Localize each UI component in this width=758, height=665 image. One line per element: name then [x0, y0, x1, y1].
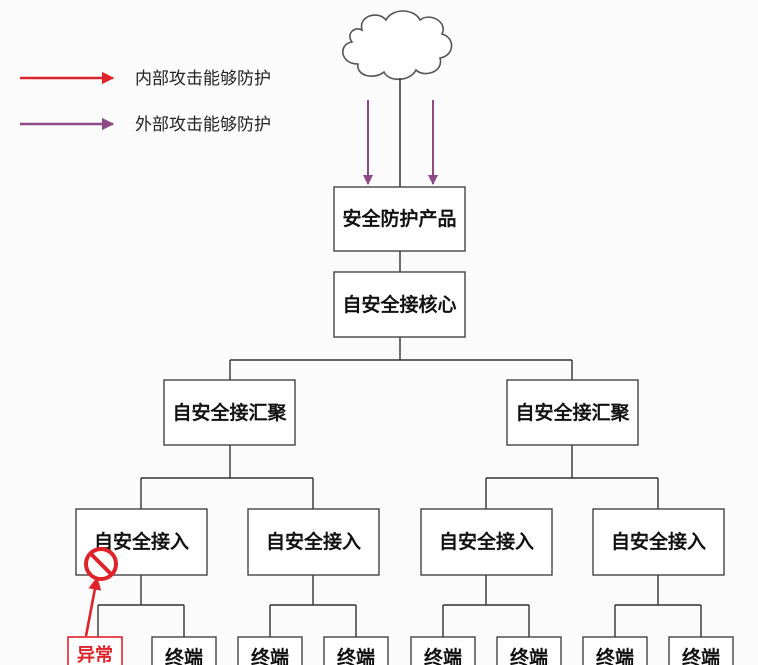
- access-node-4: 自安全接入: [592, 508, 725, 576]
- aggregation-label: 自安全接汇聚: [172, 401, 287, 424]
- abnormal-terminal-label: 异常: [77, 644, 113, 665]
- access-label: 自安全接入: [611, 530, 706, 553]
- terminal-node: 终端: [582, 636, 648, 665]
- prohibited-icon: [84, 547, 118, 581]
- access-node-3: 自安全接入: [420, 508, 553, 576]
- aggregation-label: 自安全接汇聚: [515, 401, 630, 424]
- aggregation-node-right: 自安全接汇聚: [506, 379, 639, 446]
- internal-attack-arrow: [84, 576, 102, 637]
- aggregation-node-left: 自安全接汇聚: [163, 379, 296, 446]
- access-node-2: 自安全接入: [247, 508, 380, 576]
- access-label: 自安全接入: [266, 530, 361, 553]
- terminal-node: 终端: [323, 636, 389, 665]
- terminal-label: 终端: [251, 646, 289, 665]
- cloud-icon: [342, 10, 453, 81]
- core-label: 自安全接核心: [342, 293, 456, 316]
- terminal-row: 异常 终端 终端 终端 终端 终端 终端 终端: [67, 636, 734, 665]
- access-label: 自安全接入: [94, 530, 189, 553]
- terminal-node: 终端: [496, 636, 562, 665]
- internet-links: [363, 78, 438, 187]
- terminal-label: 终端: [424, 646, 462, 665]
- internal-attack-path: [84, 576, 102, 637]
- terminal-label: 终端: [337, 646, 375, 665]
- tree-connectors: [97, 251, 702, 637]
- terminal-node: 终端: [151, 636, 217, 665]
- legend: 内部攻击能够防护 外部攻击能够防护: [20, 69, 271, 135]
- terminal-label: 终端: [682, 646, 720, 665]
- core-node: 自安全接核心: [333, 271, 466, 338]
- terminal-node: 终端: [410, 636, 476, 665]
- terminal-node: 终端: [668, 636, 734, 665]
- security-product-label: 安全防护产品: [342, 207, 456, 230]
- terminal-label: 终端: [596, 646, 634, 665]
- terminal-label: 终端: [165, 646, 203, 665]
- security-product-node: 安全防护产品: [333, 186, 466, 252]
- legend-internal-label: 内部攻击能够防护: [135, 69, 271, 89]
- terminal-node-abnormal: 异常: [67, 636, 123, 665]
- legend-external-label: 外部攻击能够防护: [135, 115, 271, 135]
- terminal-label: 终端: [510, 646, 548, 665]
- access-label: 自安全接入: [439, 530, 534, 553]
- terminal-node: 终端: [237, 636, 303, 665]
